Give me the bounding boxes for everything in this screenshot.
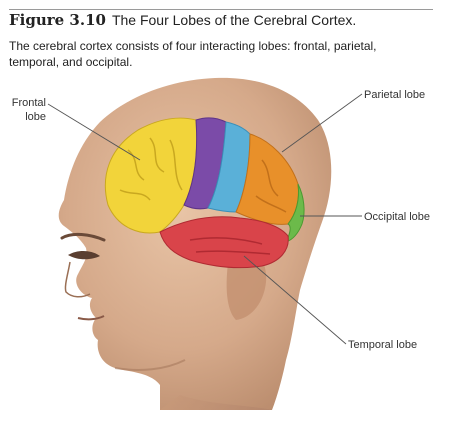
temporal-gyri	[189, 237, 271, 255]
temporal-leader-line	[243, 255, 347, 345]
parietal-lobe-label: Parietal lobe	[364, 89, 426, 101]
parietal-leader-line	[281, 93, 363, 153]
parietal-gyri	[255, 159, 287, 213]
frontal-label-line1: Frontal	[11, 97, 46, 109]
frontal-lobe-label: Frontal lobe	[10, 96, 46, 124]
neck	[160, 395, 272, 410]
figure-title: The Four Lobes of the Cerebral Cortex.	[111, 12, 357, 28]
eye	[68, 250, 100, 260]
frontal-gyri	[119, 137, 183, 201]
eyebrow	[60, 232, 106, 242]
figure-number: Figure 3.10	[9, 11, 106, 29]
occipital-lobe-label: Occipital lobe	[364, 211, 431, 223]
figure-caption: The cerebral cortex consists of four int…	[9, 39, 377, 69]
frontal-label-line2: lobe	[25, 111, 46, 123]
nose	[64, 261, 91, 298]
mouth	[77, 315, 105, 321]
temporal-lobe	[159, 216, 289, 269]
figure-title-line: Figure 3.10 The Four Lobes of the Cerebra…	[9, 11, 356, 30]
jaw-shadow	[114, 359, 186, 371]
frontal-leader-line	[47, 103, 141, 161]
header-rule	[9, 9, 433, 10]
temporal-lobe-label: Temporal lobe	[348, 339, 418, 351]
